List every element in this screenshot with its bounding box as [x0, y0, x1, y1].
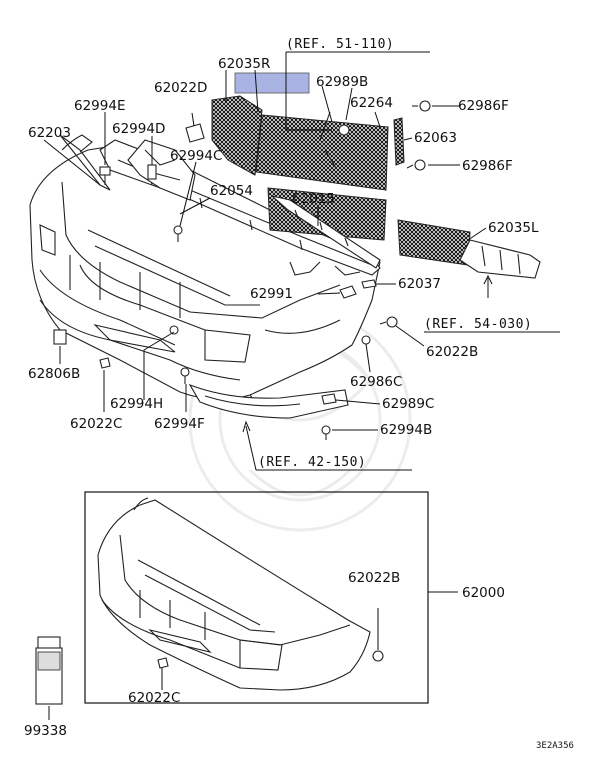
- ref-42-150: (REF. 42-150): [258, 455, 366, 470]
- screw-62994C: [173, 225, 183, 242]
- label-62986F-mid: 62986F: [462, 158, 513, 174]
- label-62037: 62037: [398, 276, 441, 292]
- label-62063: 62063: [414, 130, 457, 146]
- diagram-code: 3E2A356: [536, 741, 574, 751]
- ref-54-030: (REF. 54-030): [424, 317, 532, 332]
- label-62806B: 62806B: [28, 366, 80, 382]
- clip-62994E: [99, 166, 111, 185]
- label-62994B: 62994B: [380, 422, 432, 438]
- label-62203: 62203: [28, 125, 71, 141]
- label-62991: 62991: [250, 286, 293, 302]
- front-bumper-cover-top: [29, 134, 381, 409]
- side-air-duct-left: [459, 239, 541, 279]
- clip-62806B: [53, 329, 67, 345]
- screw-62994F: [180, 367, 190, 384]
- label-62264: 62264: [350, 95, 393, 111]
- highlight-box: [234, 72, 310, 94]
- nut-62989B: [338, 124, 350, 136]
- bracket-62991: [339, 285, 357, 299]
- label-62989B: 62989B: [316, 74, 368, 90]
- lower-lip-spoiler: [188, 383, 349, 419]
- center-support-bracket: [127, 139, 196, 201]
- push-clip-62022C-top: [99, 357, 111, 369]
- label-62054: 62054: [210, 183, 253, 199]
- label-62022B-top: 62022B: [426, 344, 478, 360]
- clip-62022B-top: [379, 316, 398, 328]
- leader-lines: [43, 51, 560, 471]
- side-strip-bracket: [393, 117, 405, 166]
- label-62994F: 62994F: [154, 416, 205, 432]
- ref-51-110: (REF. 51-110): [286, 37, 394, 52]
- assembly-frame: [84, 491, 429, 704]
- label-62994D: 62994D: [112, 121, 165, 137]
- touch-up-paint-bottle: [35, 636, 63, 720]
- label-99338: 99338: [24, 723, 67, 739]
- clip-62022D: [185, 123, 205, 143]
- front-bumper-assembly: [97, 497, 384, 691]
- label-62989C: 62989C: [382, 396, 434, 412]
- bolt-62986F-top: [412, 100, 431, 112]
- label-62994E: 62994E: [74, 98, 125, 114]
- label-62994C: 62994C: [170, 148, 222, 164]
- lower-mesh-bracket: [271, 195, 381, 269]
- screw-62986C: [361, 335, 371, 345]
- label-62015: 62015: [292, 191, 335, 207]
- label-62986C: 62986C: [350, 374, 402, 390]
- label-62035R: 62035R: [218, 56, 270, 72]
- label-62022C-top: 62022C: [70, 416, 122, 432]
- label-62000: 62000: [462, 585, 505, 601]
- label-62022C-bottom: 62022C: [128, 690, 180, 706]
- label-62022B-bottom: 62022B: [348, 570, 400, 586]
- clip-62994D: [147, 164, 157, 180]
- label-62986F-top: 62986F: [458, 98, 509, 114]
- reference-labels: (REF. 51-110) (REF. 54-030) (REF. 42-150…: [258, 37, 532, 470]
- part-number-labels: 62035R 62022D 62989B 62994E 62264 62986F…: [24, 56, 539, 739]
- clip-62989C: [321, 393, 337, 405]
- screw-62994B: [321, 425, 331, 440]
- bolt-62986F-mid: [406, 159, 426, 171]
- label-62994H: 62994H: [110, 396, 163, 412]
- side-trim-strip: [59, 134, 111, 191]
- upper-grille-mesh: [211, 95, 471, 266]
- label-62022D: 62022D: [154, 80, 207, 96]
- clip-62037: [361, 279, 377, 289]
- label-62035L: 62035L: [488, 220, 539, 236]
- screw-62994H: [169, 325, 179, 335]
- fasteners: [53, 100, 431, 440]
